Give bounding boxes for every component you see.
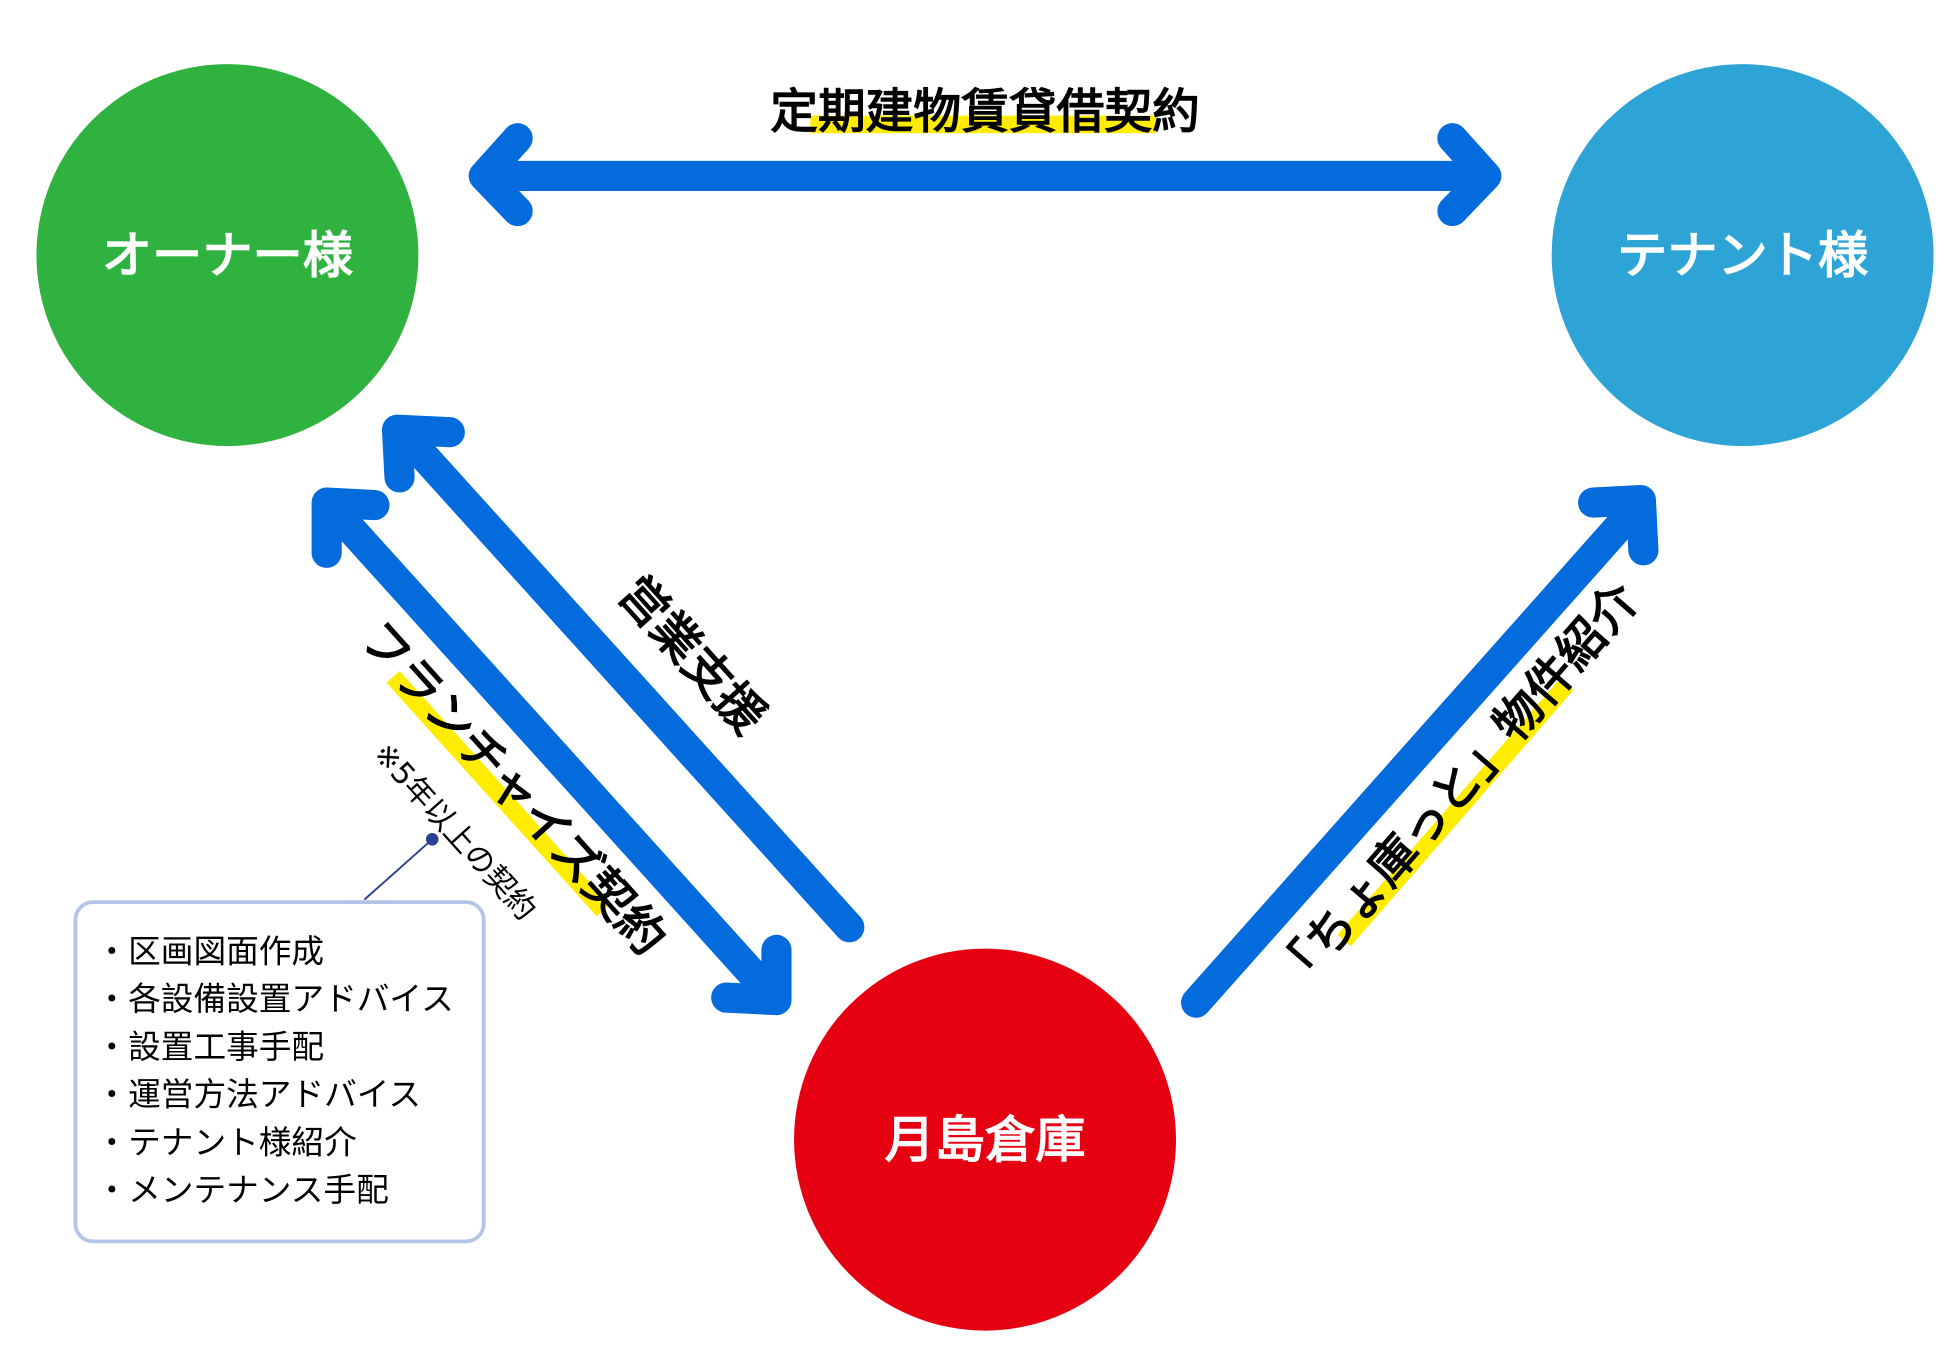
property-intro-arrow: [1181, 484, 1659, 1018]
service-item: ・各設備設置アドバイス: [95, 980, 453, 1018]
franchise-arrow: [311, 487, 792, 1016]
owner-label: オーナー様: [102, 226, 354, 285]
sales-support-arrow: [381, 414, 865, 943]
note-connector-dot: [425, 833, 439, 846]
owner-node: [36, 64, 419, 447]
franchise-highlight: [386, 671, 610, 917]
services-box: [73, 900, 486, 1244]
lease-highlight: [810, 115, 1156, 134]
service-item: ・設置工事手配: [95, 1028, 324, 1066]
services-list: ・区画図面作成 ・各設備設置アドバイス ・設置工事手配 ・運営方法アドバイス ・…: [95, 932, 453, 1209]
tenant-label: テナント様: [1617, 226, 1869, 285]
service-item: ・運営方法アドバイス: [95, 1076, 421, 1114]
tsukishima-node: [794, 948, 1176, 1331]
service-item: ・テナント様紹介: [95, 1123, 356, 1161]
lease-label: 定期建物賃貸借契約: [770, 85, 1200, 140]
note-connector: [363, 838, 433, 901]
lease-arrow: [468, 123, 1502, 227]
property-intro-label: 「ちょ庫っと」物件紹介: [1264, 572, 1651, 1005]
property-intro-highlight: [1337, 678, 1574, 947]
service-item: ・メンテナンス手配: [95, 1171, 388, 1209]
service-item: ・区画図面作成: [95, 932, 324, 970]
sales-support-label: 営業支援: [607, 566, 776, 745]
tenant-node: [1551, 64, 1934, 447]
tsukishima-label: 月島倉庫: [885, 1110, 1086, 1169]
